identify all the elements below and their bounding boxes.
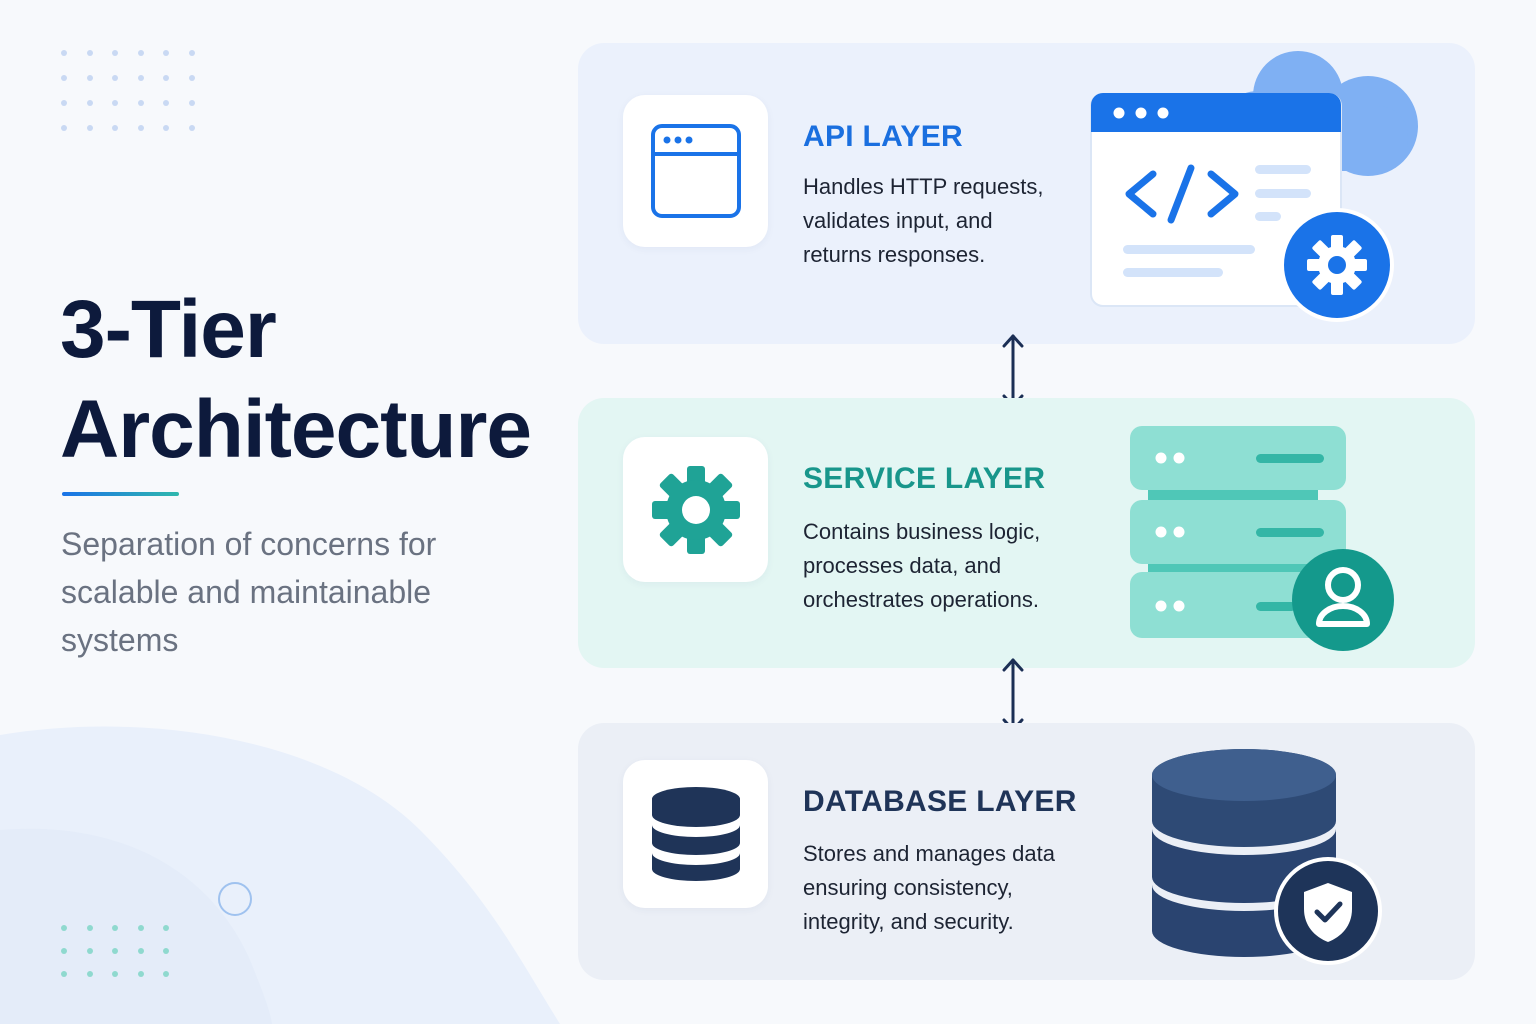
user-badge-icon — [1292, 549, 1394, 651]
layer-title: DATABASE LAYER — [803, 785, 1077, 818]
service-layer-card: SERVICE LAYER Contains business logic, p… — [578, 398, 1475, 668]
title-underline — [62, 492, 179, 496]
page-title-line1: 3-Tier — [60, 284, 277, 375]
browser-window-icon — [650, 124, 741, 218]
decorative-circle — [218, 882, 252, 916]
api-layer-card: API LAYER Handles HTTP requests, validat… — [578, 43, 1475, 344]
layer-description: Stores and manages data ensuring consist… — [803, 837, 1093, 939]
description-line: processes data, and — [803, 553, 1002, 578]
layer-title: API LAYER — [803, 120, 963, 153]
service-icon-tile — [623, 437, 768, 582]
layer-description: Handles HTTP requests, validates input, … — [803, 170, 1093, 272]
code-window-illustration — [1090, 51, 1418, 322]
description-line: integrity, and security. — [803, 909, 1014, 934]
description-line: ensuring consistency, — [803, 875, 1013, 900]
server-stack-illustration — [1130, 426, 1394, 651]
description-line: returns responses. — [803, 242, 986, 267]
decorative-dot-grid — [61, 925, 169, 977]
description-line: Contains business logic, — [803, 519, 1041, 544]
description-line: validates input, and — [803, 208, 993, 233]
page-subtitle: Separation of concerns for scalable and … — [61, 526, 437, 658]
code-brackets-icon — [1125, 164, 1239, 224]
page-title: 3-Tier Architecture — [60, 280, 532, 480]
description-line: Stores and manages data — [803, 841, 1055, 866]
database-icon-tile — [623, 760, 768, 908]
shield-badge-icon — [1274, 857, 1382, 965]
database-layer-card: DATABASE LAYER Stores and manages data e… — [578, 723, 1475, 980]
page-title-line2: Architecture — [60, 384, 532, 475]
database-icon — [651, 787, 740, 881]
decorative-dot-grid — [61, 50, 195, 131]
description-line: orchestrates operations. — [803, 587, 1040, 612]
gear-icon — [651, 465, 740, 554]
layer-title: SERVICE LAYER — [803, 462, 1046, 495]
api-icon-tile — [623, 95, 768, 247]
description-line: Handles HTTP requests, — [803, 174, 1044, 199]
layer-description: Contains business logic, processes data,… — [803, 515, 1093, 617]
gear-badge-icon — [1280, 208, 1394, 322]
database-illustration — [1152, 749, 1382, 965]
